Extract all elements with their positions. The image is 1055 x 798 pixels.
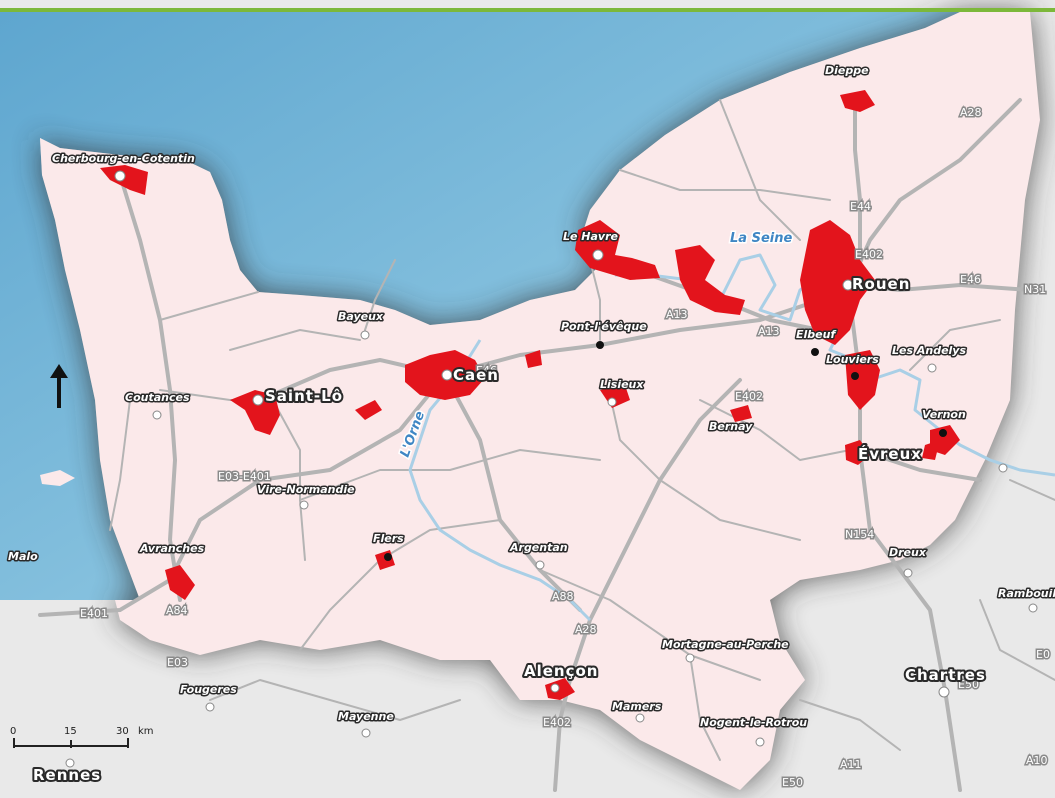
- urban-saint-lo: [230, 390, 280, 435]
- city-label: Rambouill: [998, 587, 1055, 600]
- sea: [0, 12, 960, 600]
- road-label: E402: [543, 716, 571, 729]
- urban-louviers: [845, 350, 880, 410]
- urban-alencon: [545, 678, 575, 700]
- city-label: Bayeux: [338, 310, 384, 323]
- urban-le-havre: [575, 220, 660, 280]
- road-label: N31: [1024, 283, 1046, 296]
- road-label: E50: [782, 776, 803, 789]
- island: [40, 470, 75, 486]
- scale-tick: 30: [116, 726, 129, 737]
- river-label-seine: La Seine: [730, 231, 792, 246]
- urban-lisieux: [600, 385, 630, 408]
- road-label: E50: [958, 678, 979, 691]
- city-label-major: Rennes: [33, 766, 101, 784]
- urban-avranches: [165, 565, 195, 600]
- scale-tick: 15: [64, 726, 77, 737]
- city-label: Dieppe: [825, 64, 869, 77]
- road-label: A88: [552, 590, 574, 603]
- city-label-major: Alençon: [524, 662, 598, 680]
- city-label: Cherbourg-en-Cotentin: [52, 152, 195, 165]
- city-label: Malo: [8, 550, 38, 563]
- road-label: E402: [735, 390, 763, 403]
- city-label: Elbeuf: [796, 328, 836, 341]
- city-label-major: Caen: [453, 366, 499, 384]
- city-label: Avranches: [139, 542, 205, 555]
- road-label: E0: [1036, 648, 1050, 661]
- top-bar: [0, 8, 1055, 12]
- urban-misc-3: [922, 440, 940, 460]
- urban-bernay: [730, 405, 752, 422]
- road-label: E46: [960, 273, 981, 286]
- urban-dieppe: [840, 90, 875, 112]
- road-label: E03-E401: [218, 470, 271, 483]
- city-label: Bernay: [709, 420, 753, 433]
- city-label: Fougeres: [180, 683, 237, 696]
- road-labels: A28 E44 E402 E46 N31 A13 A13 E46 E402 E0…: [79, 105, 1052, 791]
- road-label: N154: [845, 528, 874, 541]
- city-label-major: Évreux: [858, 444, 922, 463]
- orne-river: [408, 339, 592, 622]
- city-markers: [65, 170, 1038, 768]
- road-label: A28: [575, 623, 597, 636]
- road-label: A13: [758, 325, 780, 338]
- city-label: Pont-l'évêque: [561, 320, 647, 333]
- road-label: E402: [855, 248, 883, 261]
- road-label: A28: [960, 106, 982, 119]
- city-label: Coutances: [125, 391, 190, 404]
- urban-evreux: [845, 440, 870, 465]
- city-label: Mamers: [612, 700, 662, 713]
- urban-rouen: [800, 220, 875, 345]
- city-label: Vernon: [922, 408, 966, 421]
- city-label: Les Andelys: [892, 344, 966, 357]
- major-city-labels: Rouen Caen Saint-Lô Évreux Alençon Chart…: [31, 273, 987, 786]
- road-label: A11: [840, 758, 862, 771]
- north-arrow-icon: [50, 364, 68, 408]
- road-label: A84: [166, 604, 188, 617]
- urban-misc-2: [525, 350, 542, 368]
- city-label: Mortagne-au-Perche: [662, 638, 789, 651]
- scale-unit: km: [138, 726, 154, 737]
- road-label: A10: [1026, 754, 1048, 767]
- minor-city-labels: Dieppe Cherbourg-en-Cotentin Le Havre Ba…: [7, 63, 1055, 731]
- city-label-major: Rouen: [852, 275, 910, 293]
- normandy-region: [40, 12, 1040, 790]
- urban-misc-1: [355, 400, 382, 420]
- city-label: Mayenne: [338, 710, 394, 723]
- city-label: Vire-Normandie: [257, 483, 355, 496]
- road-label: E46: [476, 364, 497, 377]
- city-label: Dreux: [889, 546, 927, 559]
- city-label: Flers: [373, 532, 404, 545]
- city-label: Lisieux: [600, 378, 644, 391]
- scale-bar: 0 15 30 km: [10, 726, 154, 748]
- road-label: E03: [167, 656, 188, 669]
- city-label: Le Havre: [563, 230, 619, 243]
- city-label: Argentan: [509, 541, 568, 554]
- road-label: E44: [850, 200, 871, 213]
- scale-tick: 0: [10, 726, 16, 737]
- city-label-major: Chartres: [905, 666, 986, 684]
- city-label-major: Saint-Lô: [265, 387, 343, 405]
- road-label: A13: [666, 308, 688, 321]
- road-label: E401: [80, 607, 108, 620]
- urban-cherbourg: [100, 165, 148, 195]
- city-label: Nogent-le-Rotrou: [700, 716, 807, 729]
- city-label: Louviers: [826, 353, 879, 366]
- urban-seine-valley: [675, 245, 745, 315]
